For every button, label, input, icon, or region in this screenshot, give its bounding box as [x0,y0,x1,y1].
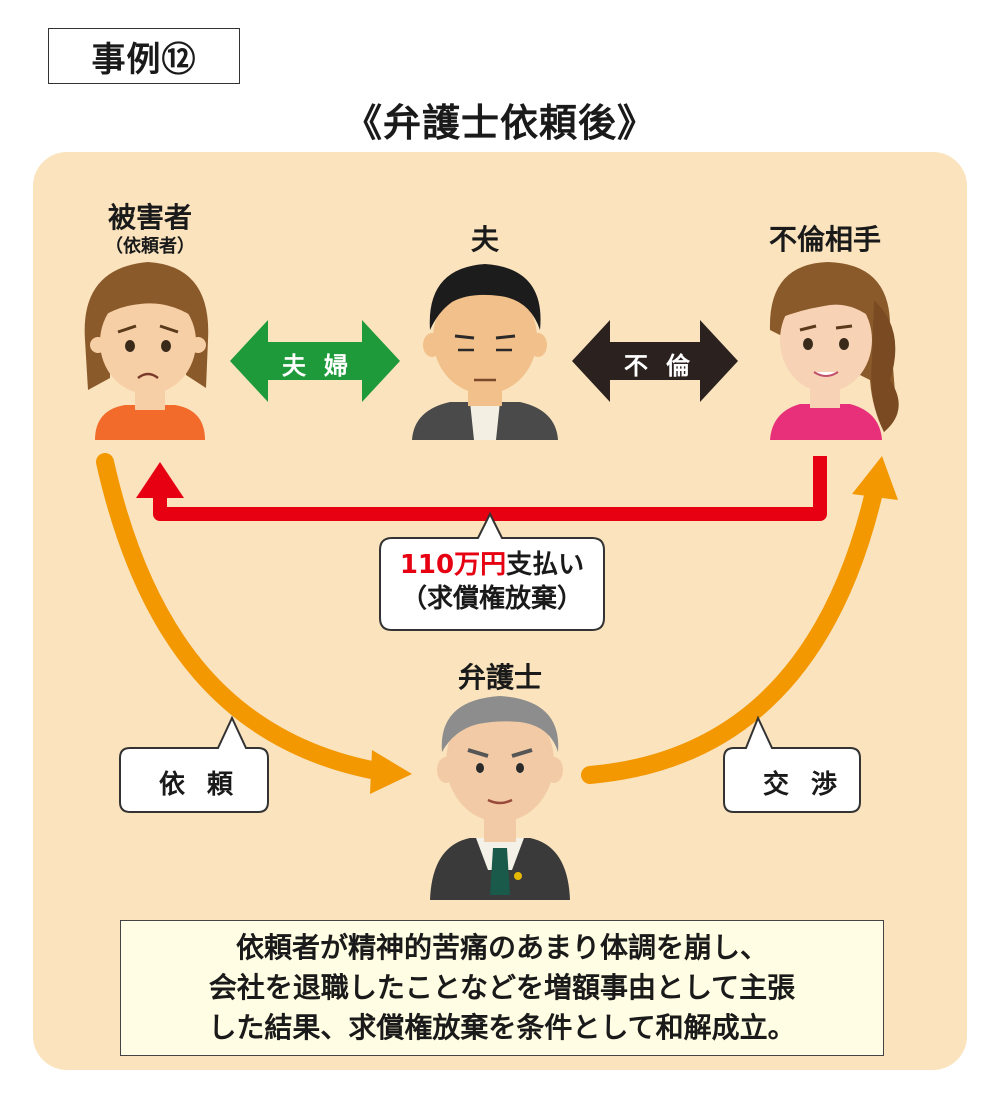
summary-line: 会社を退職したことなどを増額事由として主張 [208,971,796,1004]
payment-arrow [136,456,827,521]
request-bubble [119,715,269,813]
request-label: 依頼 [158,770,255,800]
partner-label: 不倫相手 [768,223,881,256]
negotiate-label: 交渉 [762,770,859,800]
payment-text: 110万円支払い （求償権放棄） [380,548,604,616]
husband-label: 夫 [470,223,499,256]
payment-amount: 110万円 [399,550,507,580]
case-label: 事例⑫ [48,28,240,84]
summary-line: 依頼者が精神的苦痛のあまり体調を崩し、 [235,931,768,964]
affair-label: 不倫 [624,352,708,380]
summary-box: 依頼者が精神的苦痛のあまり体調を崩し、 会社を退職したことなどを増額事由として主… [120,920,884,1056]
payment-bubble [379,511,605,631]
affair-arrow [572,320,738,402]
couple-label: 夫婦 [282,352,366,380]
victim-sub-label: （依頼者） [105,236,195,257]
request-arrow [96,453,412,794]
payment-label: 支払い [506,550,585,580]
negotiate-bubble [723,715,861,813]
summary-line: した結果、求償権放棄を条件として和解成立。 [208,1011,796,1044]
payment-note: （求償権放棄） [400,584,583,614]
victim-label: 被害者 [107,201,192,234]
lawyer-illustration [430,696,570,900]
lawyer-label: 弁護士 [457,661,542,694]
victim-illustration [84,262,209,440]
page-title: 《弁護士依頼後》 [343,101,656,145]
negotiate-arrow [581,456,898,784]
couple-arrow [230,320,400,402]
husband-illustration [412,264,558,440]
partner-illustration [769,262,899,440]
